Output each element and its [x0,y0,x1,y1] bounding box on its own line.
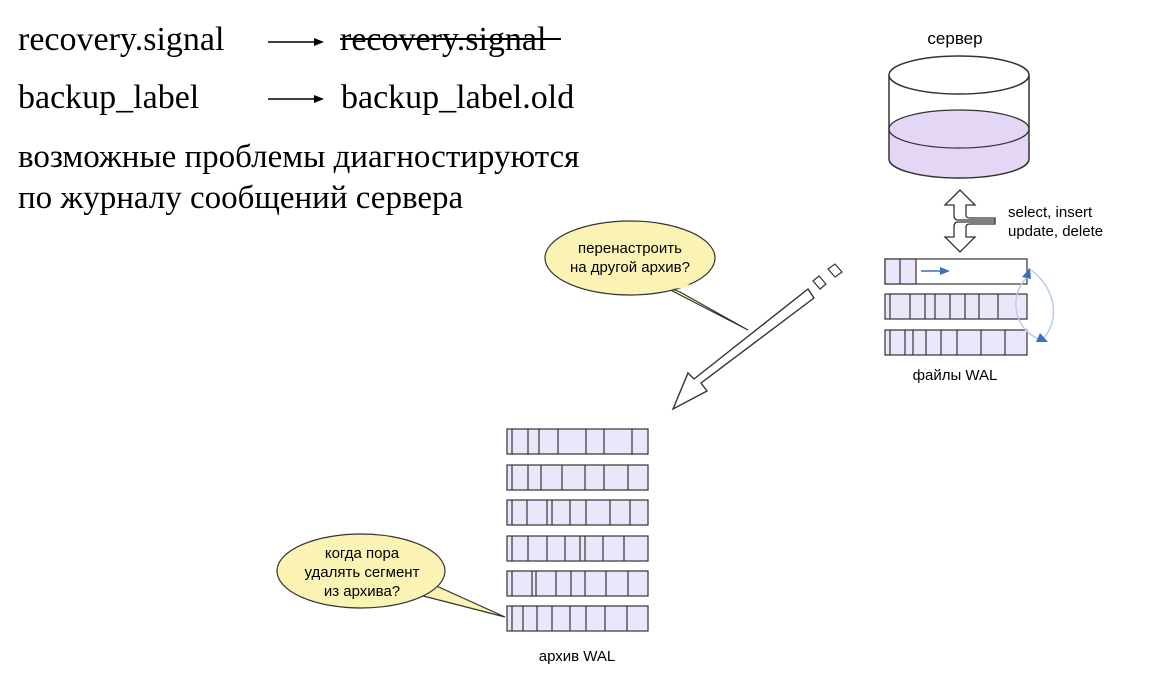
rename-from-backup-label: backup_label [18,79,199,116]
split-arrow-icon [943,189,996,253]
segment-bar [884,329,1028,356]
segment-bar [506,428,649,455]
database-cylinder-icon [888,55,1030,179]
bubble-delete-line-1: когда пора [325,545,400,562]
bubble-reconfigure-line-1: перенастроить [578,240,682,257]
segment-bar [884,293,1028,320]
rename-from-recovery-signal: recovery.signal [18,21,224,58]
segment-bar [506,464,649,491]
archive-stack [506,428,649,632]
segment-bar [506,499,649,526]
segment-bar [506,570,649,597]
bubble-reconfigure [544,220,749,331]
archive-stream-arrow-icon [671,263,843,411]
wal-cycle-arrow-icon [1015,267,1055,342]
archive-label: архив WAL [539,648,615,665]
bubble-delete-line-3: из архива? [324,583,400,600]
note-line-2: по журналу сообщений сервера [18,180,463,216]
bubble-reconfigure-line-2: на другой архив? [570,259,690,276]
segment-bar [506,605,649,632]
rename-to-backup-label-old: backup_label.old [341,79,574,116]
ops-line-2: update, delete [1008,223,1103,240]
wal-files-label: файлы WAL [913,367,998,384]
segment-bar [506,535,649,562]
wal-files-stack [884,258,1028,356]
segment-bar [884,258,1028,285]
ops-line-1: select, insert [1008,204,1093,221]
server-label: сервер [927,29,982,48]
bubble-delete-line-2: удалять сегмент [305,564,420,581]
bubble-delete [276,533,506,618]
note-line-1: возможные проблемы диагностируются [18,139,579,175]
